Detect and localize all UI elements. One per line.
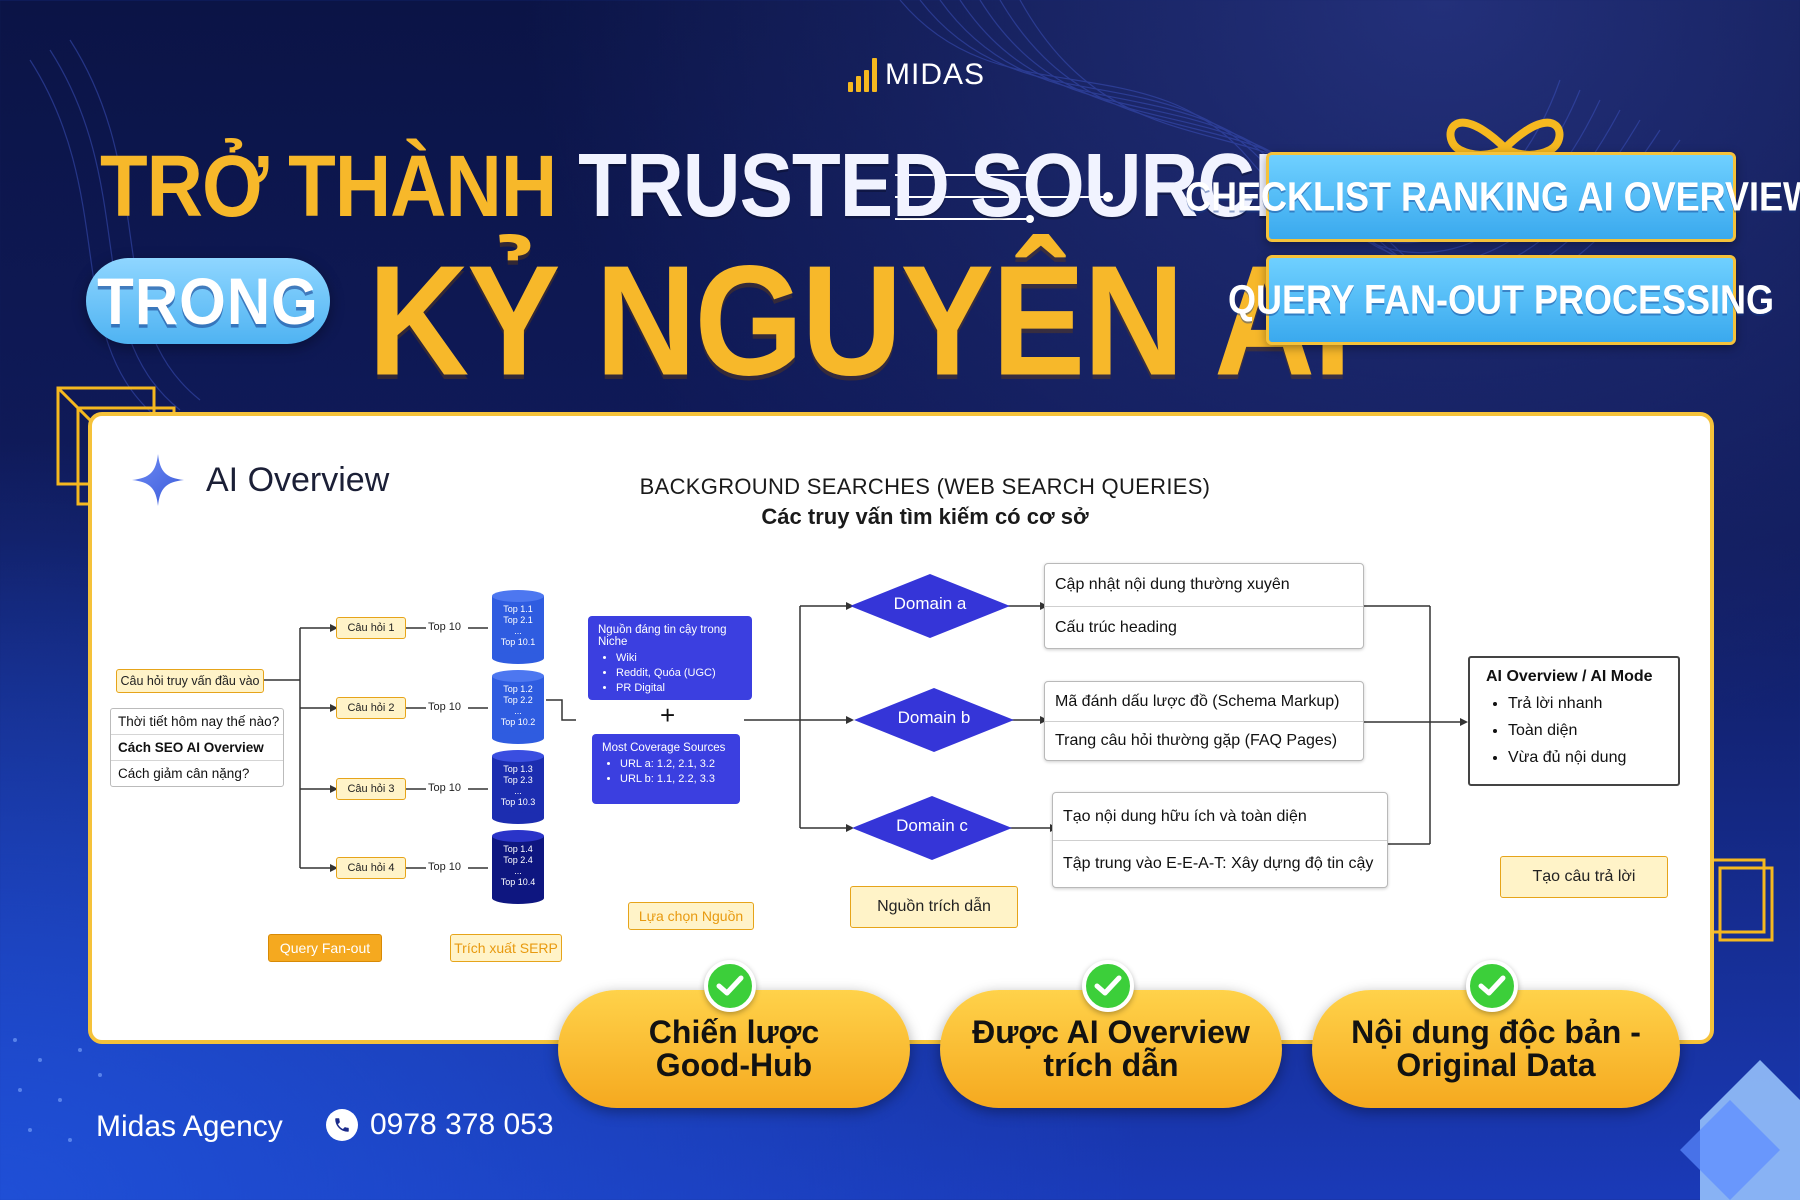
bg-title-line-1: BACKGROUND SEARCHES (WEB SEARCH QUERIES) xyxy=(639,474,1211,499)
coverage-card-title: Most Coverage Sources xyxy=(602,742,726,754)
pill-line: Nội dung độc bản - xyxy=(1351,1014,1641,1050)
plus-sign: + xyxy=(660,700,676,730)
pill-line: Good-Hub xyxy=(655,1047,813,1083)
stage-citation: Nguồn trích dẫn xyxy=(850,886,1018,928)
stage-query-fanout: Query Fan-out xyxy=(268,934,382,962)
headline-part-1: TRỞ THÀNH xyxy=(100,136,557,236)
sub-question-node: Câu hỏi 4 xyxy=(336,857,406,879)
final-box-title: AI Overview / AI Mode xyxy=(1486,668,1653,685)
footer-phone: 0978 378 053 xyxy=(326,1108,554,1142)
ai-overview-title: AI Overview xyxy=(206,460,390,499)
pill-line: Original Data xyxy=(1396,1047,1596,1083)
domain-b-label: Domain b xyxy=(897,708,971,727)
check-icon xyxy=(704,960,756,1012)
headline-part-2: TRUSTED SOURCE xyxy=(578,135,1307,236)
top10-label: Top 10 xyxy=(428,621,462,633)
niche-card-title: Nguồn đáng tin cậy trong Niche xyxy=(598,624,727,648)
check-icon xyxy=(1466,960,1518,1012)
background-searches-title: BACKGROUND SEARCHES (WEB SEARCH QUERIES)… xyxy=(500,474,1350,530)
brand-name: MIDAS xyxy=(885,58,986,91)
query-example: Cách giảm cân nặng? xyxy=(118,766,250,781)
brand-logo: MIDAS xyxy=(848,58,985,92)
bar-chart-logo-icon xyxy=(848,58,877,92)
coverage-item: URL a: 1.2, 2.1, 3.2 xyxy=(620,757,730,772)
input-query-node: Câu hỏi truy vấn đầu vào xyxy=(116,669,264,693)
domain-a-box: Cập nhật nội dung thường xuyên Cấu trúc … xyxy=(1044,563,1364,649)
top10-label: Top 10 xyxy=(428,861,462,873)
checklist-label: CHECKLIST RANKING AI OVERVIEW xyxy=(1184,173,1800,220)
ai-overview-mode-box: AI Overview / AI Mode Trả lời nhanh Toàn… xyxy=(1468,656,1680,786)
final-item: Vừa đủ nội dung xyxy=(1508,744,1662,771)
ai-overview-header: AI Overview xyxy=(130,452,389,508)
pill-line: Được AI Overview xyxy=(972,1014,1250,1050)
sub-question-node: Câu hỏi 1 xyxy=(336,617,406,639)
domain-b-row: Mã đánh dấu lược đồ (Schema Markup) xyxy=(1055,692,1340,710)
sub-question-node: Câu hỏi 3 xyxy=(336,778,406,800)
final-item: Trả lời nhanh xyxy=(1508,690,1662,717)
trong-label: TRONG xyxy=(97,264,319,338)
query-fanout-box: QUERY FAN-OUT PROCESSING xyxy=(1228,255,1774,345)
domain-c-row: Tập trung vào E-E-A-T: Xây dựng độ tin c… xyxy=(1053,840,1387,887)
domain-a-row: Cập nhật nội dung thường xuyên xyxy=(1055,576,1290,593)
niche-sources-card: Nguồn đáng tin cậy trong Niche Wiki Redd… xyxy=(588,616,752,700)
pill-line: Chiến lược xyxy=(648,1014,820,1050)
domain-c-label: Domain c xyxy=(896,816,968,835)
domain-a-label: Domain a xyxy=(893,594,967,613)
domain-b-row: Trang câu hỏi thường gặp (FAQ Pages) xyxy=(1045,721,1363,760)
query-example: Cách SEO AI Overview xyxy=(111,735,283,761)
niche-item: Wiki xyxy=(616,651,742,666)
sub-question-node: Câu hỏi 2 xyxy=(336,697,406,719)
query-example: Thời tiết hôm nay thế nào? xyxy=(111,709,283,735)
footer-agency-name: Midas Agency xyxy=(96,1110,283,1143)
niche-item: PR Digital xyxy=(616,681,742,696)
coverage-item: URL b: 1.1, 2.2, 3.3 xyxy=(620,772,730,787)
query-fanout-label: QUERY FAN-OUT PROCESSING xyxy=(1227,276,1775,323)
top10-label: Top 10 xyxy=(428,701,462,713)
phone-number: 0978 378 053 xyxy=(370,1108,554,1141)
pill-line: trích dẫn xyxy=(1043,1047,1179,1083)
final-item: Toàn diện xyxy=(1508,717,1662,744)
coverage-sources-card: Most Coverage Sources URL a: 1.2, 2.1, 3… xyxy=(592,734,740,804)
top10-label: Top 10 xyxy=(428,782,462,794)
stage-answer: Tạo câu trả lời xyxy=(1500,856,1668,898)
stage-serp: Trích xuất SERP xyxy=(450,934,562,962)
stage-source-select: Lựa chọn Nguồn xyxy=(628,902,754,930)
domain-a-row: Cấu trúc heading xyxy=(1045,606,1363,648)
niche-item: Reddit, Quóa (UGC) xyxy=(616,666,742,681)
checklist-box: CHECKLIST RANKING AI OVERVIEW xyxy=(1185,152,1800,242)
bg-title-line-2: Các truy vấn tìm kiếm có cơ sở xyxy=(761,504,1089,529)
sparkle-icon xyxy=(132,454,184,506)
phone-icon xyxy=(326,1109,358,1141)
domain-c-row: Tạo nội dung hữu ích và toàn diện xyxy=(1063,807,1307,825)
domain-c-box: Tạo nội dung hữu ích và toàn diện Tập tr… xyxy=(1052,792,1388,888)
headline-big: KỶ NGUYÊN AI xyxy=(368,232,1352,409)
check-icon xyxy=(1082,960,1134,1012)
domain-b-box: Mã đánh dấu lược đồ (Schema Markup) Tran… xyxy=(1044,681,1364,761)
query-examples-list: Thời tiết hôm nay thế nào? Cách SEO AI O… xyxy=(110,708,284,787)
trong-pill: TRONG xyxy=(86,258,330,344)
